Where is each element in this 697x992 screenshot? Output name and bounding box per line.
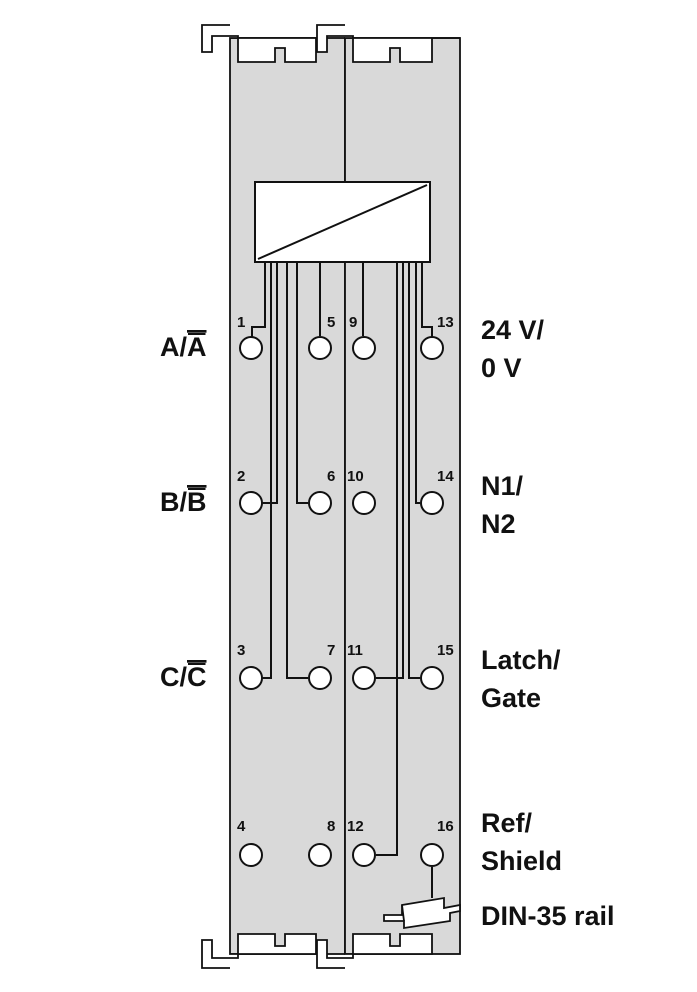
terminal-16[interactable] — [420, 843, 444, 867]
left-labels: A/A B/B C/C — [160, 332, 207, 692]
label-24v-line1: 24 V/ — [481, 315, 545, 345]
pin-number-12: 12 — [347, 818, 364, 835]
bottom-latches — [201, 933, 433, 969]
terminal-1[interactable] — [239, 336, 263, 360]
terminal-8[interactable] — [308, 843, 332, 867]
pin-number-14: 14 — [437, 468, 454, 485]
pin-number-7: 7 — [327, 642, 335, 659]
label-ref-line2: Shield — [481, 846, 562, 876]
pin-number-6: 6 — [327, 468, 335, 485]
pin-number-9: 9 — [349, 314, 357, 331]
right-labels: 24 V/ 0 V N1/ N2 Latch/ Gate Ref/ Shield… — [481, 315, 615, 931]
terminal-10[interactable] — [352, 491, 376, 515]
din-rail-icon — [383, 896, 461, 930]
label-din-rail: DIN-35 rail — [481, 901, 615, 931]
terminal-6[interactable] — [308, 491, 332, 515]
terminal-14[interactable] — [420, 491, 444, 515]
label-latch-line2: Gate — [481, 683, 541, 713]
wire-pin-3 — [262, 263, 272, 679]
label-a-prefix: A/ — [160, 332, 187, 362]
pin-number-8: 8 — [327, 818, 335, 835]
terminal-9[interactable] — [352, 336, 376, 360]
terminal-11[interactable] — [352, 666, 376, 690]
pin-number-4: 4 — [237, 818, 246, 835]
label-n-line1: N1/ — [481, 471, 524, 501]
wire-pin-15 — [408, 263, 420, 679]
signal-converter-icon — [254, 181, 431, 263]
label-n-line2: N2 — [481, 509, 516, 539]
pin-number-16: 16 — [437, 818, 454, 835]
pin-number-11: 11 — [347, 642, 363, 659]
pin-number-13: 13 — [437, 314, 454, 331]
wire-pin-6 — [296, 263, 308, 504]
wire-pin-12 — [376, 263, 398, 856]
label-c: C/C — [160, 662, 207, 692]
wire-pin-2 — [262, 263, 278, 504]
wire-pin-14 — [415, 263, 420, 504]
label-24v-line2: 0 V — [481, 353, 522, 383]
terminal-3[interactable] — [239, 666, 263, 690]
label-a-overline: A — [187, 332, 207, 362]
top-latch-right — [316, 24, 460, 63]
din-rail-edge — [401, 904, 405, 922]
bottom-latch-left — [201, 933, 317, 969]
terminal-13[interactable] — [420, 336, 444, 360]
wiring — [251, 263, 433, 898]
pin-number-2: 2 — [237, 468, 245, 485]
converter-diagonal — [257, 184, 428, 260]
terminal-15[interactable] — [420, 666, 444, 690]
wire-pin-11 — [376, 263, 404, 679]
terminal-5[interactable] — [308, 336, 332, 360]
wire-pin-7 — [286, 263, 308, 679]
label-ref-line1: Ref/ — [481, 808, 533, 838]
pin-number-1: 1 — [237, 314, 245, 331]
terminal-4[interactable] — [239, 843, 263, 867]
pin-number-15: 15 — [437, 642, 454, 659]
top-latch-left — [201, 24, 317, 63]
terminal-12[interactable] — [352, 843, 376, 867]
label-b: B/B — [160, 487, 207, 517]
pin-number-10: 10 — [347, 468, 364, 485]
terminal-2[interactable] — [239, 491, 263, 515]
label-c-overline: C — [187, 662, 207, 692]
top-latches — [201, 24, 460, 63]
pin-number-3: 3 — [237, 642, 245, 659]
pin-numbers: 1 2 3 4 5 6 7 8 9 10 11 12 13 14 15 16 — [237, 314, 454, 835]
terminal-7[interactable] — [308, 666, 332, 690]
wire-pin-1 — [251, 263, 266, 338]
terminals — [239, 336, 444, 867]
label-latch-line1: Latch/ — [481, 645, 561, 675]
wire-pin-13 — [421, 263, 433, 338]
label-a: A/A — [160, 332, 207, 362]
label-c-prefix: C/ — [160, 662, 187, 692]
label-b-prefix: B/ — [160, 487, 187, 517]
pin-number-5: 5 — [327, 314, 335, 331]
label-b-overline: B — [187, 487, 207, 517]
bottom-latch-right — [316, 933, 433, 969]
